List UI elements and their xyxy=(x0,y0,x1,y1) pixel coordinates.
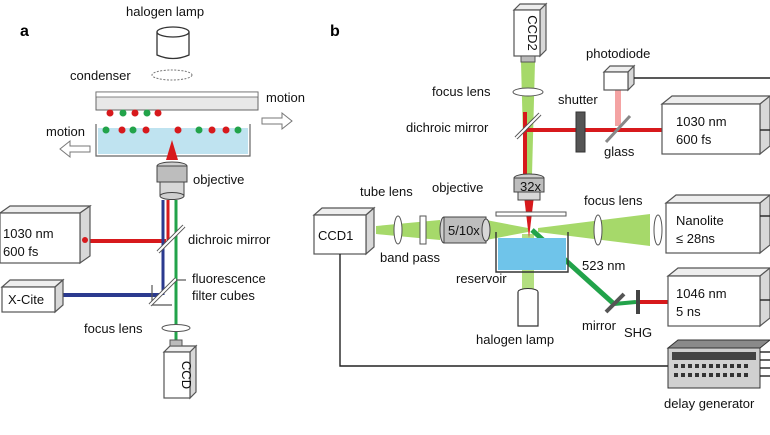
panel-a-letter: a xyxy=(20,23,29,40)
focus-lens-mid xyxy=(593,214,603,246)
focus-lens-top xyxy=(512,87,544,97)
ccd2-label: CCD2 xyxy=(525,15,540,50)
motion-label-left: motion xyxy=(46,124,85,139)
motion-arrow-right-icon xyxy=(261,111,293,131)
panel-b: b CCD2 photodiode xyxy=(312,2,770,411)
laser-1046-line2: 5 ns xyxy=(676,304,701,319)
laser-1030-line2-a: 600 fs xyxy=(3,244,39,259)
objective-32x-label: 32x xyxy=(520,179,541,194)
nanolite-output-lens xyxy=(653,214,663,246)
laser-1030-line1-b: 1030 nm xyxy=(676,114,727,129)
focus-lens-label-a: focus lens xyxy=(84,321,143,336)
condenser-lens xyxy=(151,69,193,81)
shutter-label: shutter xyxy=(558,92,598,107)
halogen-lamp-label-b: halogen lamp xyxy=(476,332,554,347)
halogen-lamp-b xyxy=(517,288,539,327)
band-pass-label: band pass xyxy=(380,250,440,265)
halogen-lamp-label-a: halogen lamp xyxy=(126,4,204,19)
objective-32x xyxy=(513,173,545,201)
nanolite-box xyxy=(664,194,770,255)
glass-plate xyxy=(604,114,632,144)
objective-5-10x xyxy=(439,216,491,244)
focus-lens-label-top: focus lens xyxy=(432,84,491,99)
delay-generator-label: delay generator xyxy=(664,396,755,411)
band-pass-filter xyxy=(419,215,427,245)
nanolite-line1: Nanolite xyxy=(676,213,724,228)
tube-lens-label: tube lens xyxy=(360,184,413,199)
shutter xyxy=(575,111,586,153)
laser-1030-box-b xyxy=(660,95,770,156)
reservoir-label: reservoir xyxy=(456,271,507,286)
objective-label-b: objective xyxy=(432,180,483,195)
nanolite-line2: ≤ 28ns xyxy=(676,231,715,246)
dichroic-mirror-label-a: dichroic mirror xyxy=(188,232,271,247)
fluorescence-filter-cubes xyxy=(148,277,186,307)
ccd-camera-a xyxy=(162,339,198,400)
ccd1-cable xyxy=(339,254,668,367)
droplets-bottom xyxy=(102,126,242,134)
panel-b-letter: b xyxy=(330,23,340,40)
ccd2-camera xyxy=(512,2,548,63)
glass-label: glass xyxy=(604,144,635,159)
slide-plate-b xyxy=(495,211,567,217)
motion-arrow-left-icon xyxy=(59,139,91,159)
laser-1030-line2-b: 600 fs xyxy=(676,132,712,147)
xcite-label: X-Cite xyxy=(8,292,44,307)
shg-label: SHG xyxy=(624,325,652,340)
wavelength-523-label: 523 nm xyxy=(582,258,625,273)
focus-lens-a xyxy=(161,324,191,332)
condenser-label: condenser xyxy=(70,68,131,83)
focus-lens-label-mid: focus lens xyxy=(584,193,643,208)
laser-1030-line1-a: 1030 nm xyxy=(3,226,54,241)
reservoir-b xyxy=(495,232,569,273)
ccd-label-a: CCD xyxy=(179,361,194,389)
photodiode-label: photodiode xyxy=(586,46,650,61)
mirror-label: mirror xyxy=(582,318,617,333)
dichroic-mirror-label-b: dichroic mirror xyxy=(406,120,489,135)
halogen-lamp-a xyxy=(156,26,190,60)
ccd1-camera xyxy=(312,206,376,256)
laser-1046-box xyxy=(666,267,770,328)
laser-1046-line1: 1046 nm xyxy=(676,286,727,301)
objective-a xyxy=(156,161,188,200)
droplets-top xyxy=(106,109,162,117)
tube-lens xyxy=(393,215,403,245)
laser-1030-box-a xyxy=(0,204,92,265)
mirror-b xyxy=(604,292,626,314)
delay-generator xyxy=(666,339,770,389)
objective-label-a: objective xyxy=(193,172,244,187)
ccd1-label: CCD1 xyxy=(318,228,353,243)
motion-label-top: motion xyxy=(266,90,305,105)
shg-crystal xyxy=(636,290,640,314)
control-cables xyxy=(760,129,770,377)
xcite-box xyxy=(0,278,65,314)
panel-a: a halogen lamp condenser motion xyxy=(0,4,305,400)
objective-5-10x-label: 5/10x xyxy=(448,223,480,238)
fluorescence-label-1: fluorescence xyxy=(192,271,266,286)
photodiode xyxy=(602,64,636,92)
fluorescence-label-2: filter cubes xyxy=(192,288,255,303)
